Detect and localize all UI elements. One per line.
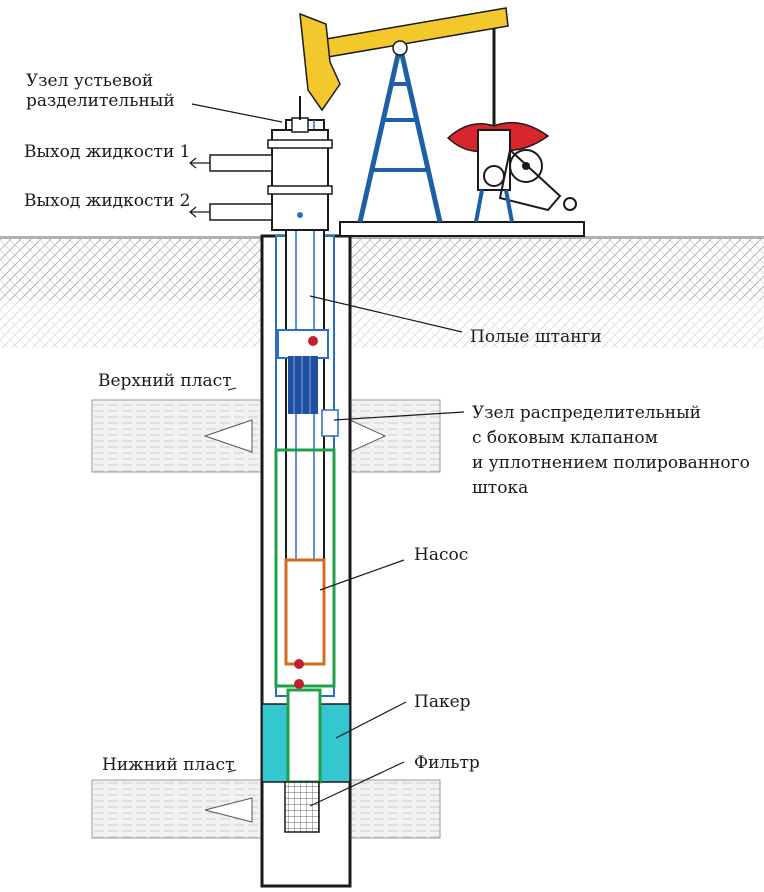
distributor-unit-label-line2: с боковым клапаном [472,428,658,448]
pump-jack [299,7,585,237]
distributor-unit-label-line3: и уплотнением полированного [472,453,750,473]
packer [261,688,351,784]
ground-surface [0,236,764,360]
wellhead-unit [209,117,333,231]
pump [274,448,336,689]
pump-label: Насос [414,545,468,565]
hollow-rods-label: Полые штанги [470,327,602,347]
lower-layer-label: Нижний пласт [102,755,234,775]
upper-layer-band [91,399,441,473]
filter-label: Фильтр [414,753,480,773]
callout-lines [189,103,465,807]
upper-layer-label: Верхний пласт [98,371,232,391]
distributor-unit [277,329,339,437]
wellhead-unit-label-line2: разделительный [26,91,175,111]
fluid-outlet-2-label: Выход жидкости 2 [24,191,191,211]
distributor-unit-label-line4: штока [472,478,528,498]
filter [284,781,320,833]
packer-label: Пакер [414,692,471,712]
wellhead-unit-label-line1: Узел устьевой [26,71,153,91]
lower-layer-band [91,779,441,839]
fluid-outlet-1-label: Выход жидкости 1 [24,142,191,162]
distributor-unit-label-line1: Узел распределительный [472,403,701,423]
